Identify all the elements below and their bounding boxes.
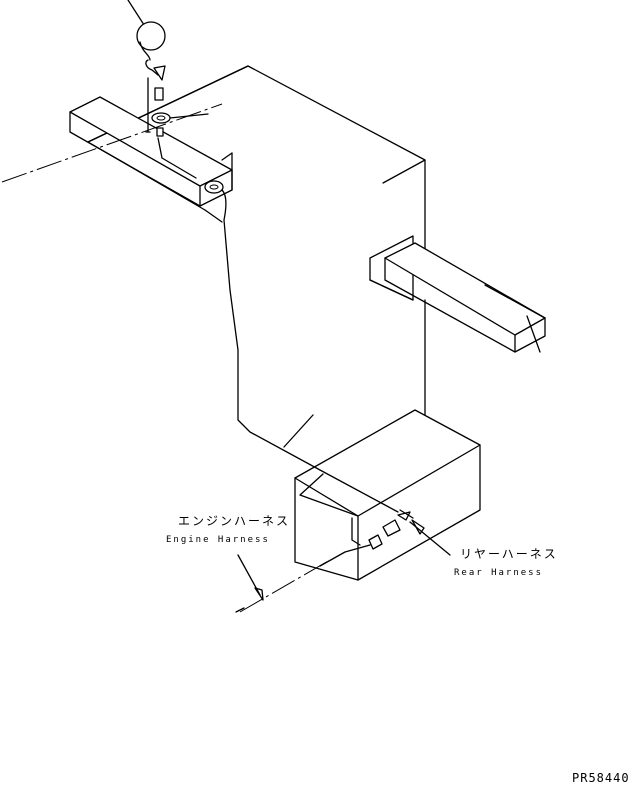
- engine-harness-label: エンジンハーネス Engine Harness: [166, 514, 290, 545]
- right-beam: [369, 235, 546, 353]
- rear-harness-jp-text: リヤーハーネス: [460, 547, 558, 561]
- lamp-assembly: [127, 0, 209, 179]
- drawing-number: PR58440: [572, 771, 630, 785]
- bottom-box: [294, 409, 481, 581]
- rear-harness-en-text: Rear Harness: [454, 568, 543, 578]
- rear-harness-label: リヤーハーネス Rear Harness: [454, 547, 558, 578]
- leader-lines: [1, 103, 451, 613]
- cable-routing: [204, 180, 399, 513]
- engine-harness-en-text: Engine Harness: [166, 535, 270, 545]
- connectors: [319, 509, 414, 567]
- top-beam: [69, 96, 233, 223]
- engine-harness-jp-text: エンジンハーネス: [178, 514, 290, 528]
